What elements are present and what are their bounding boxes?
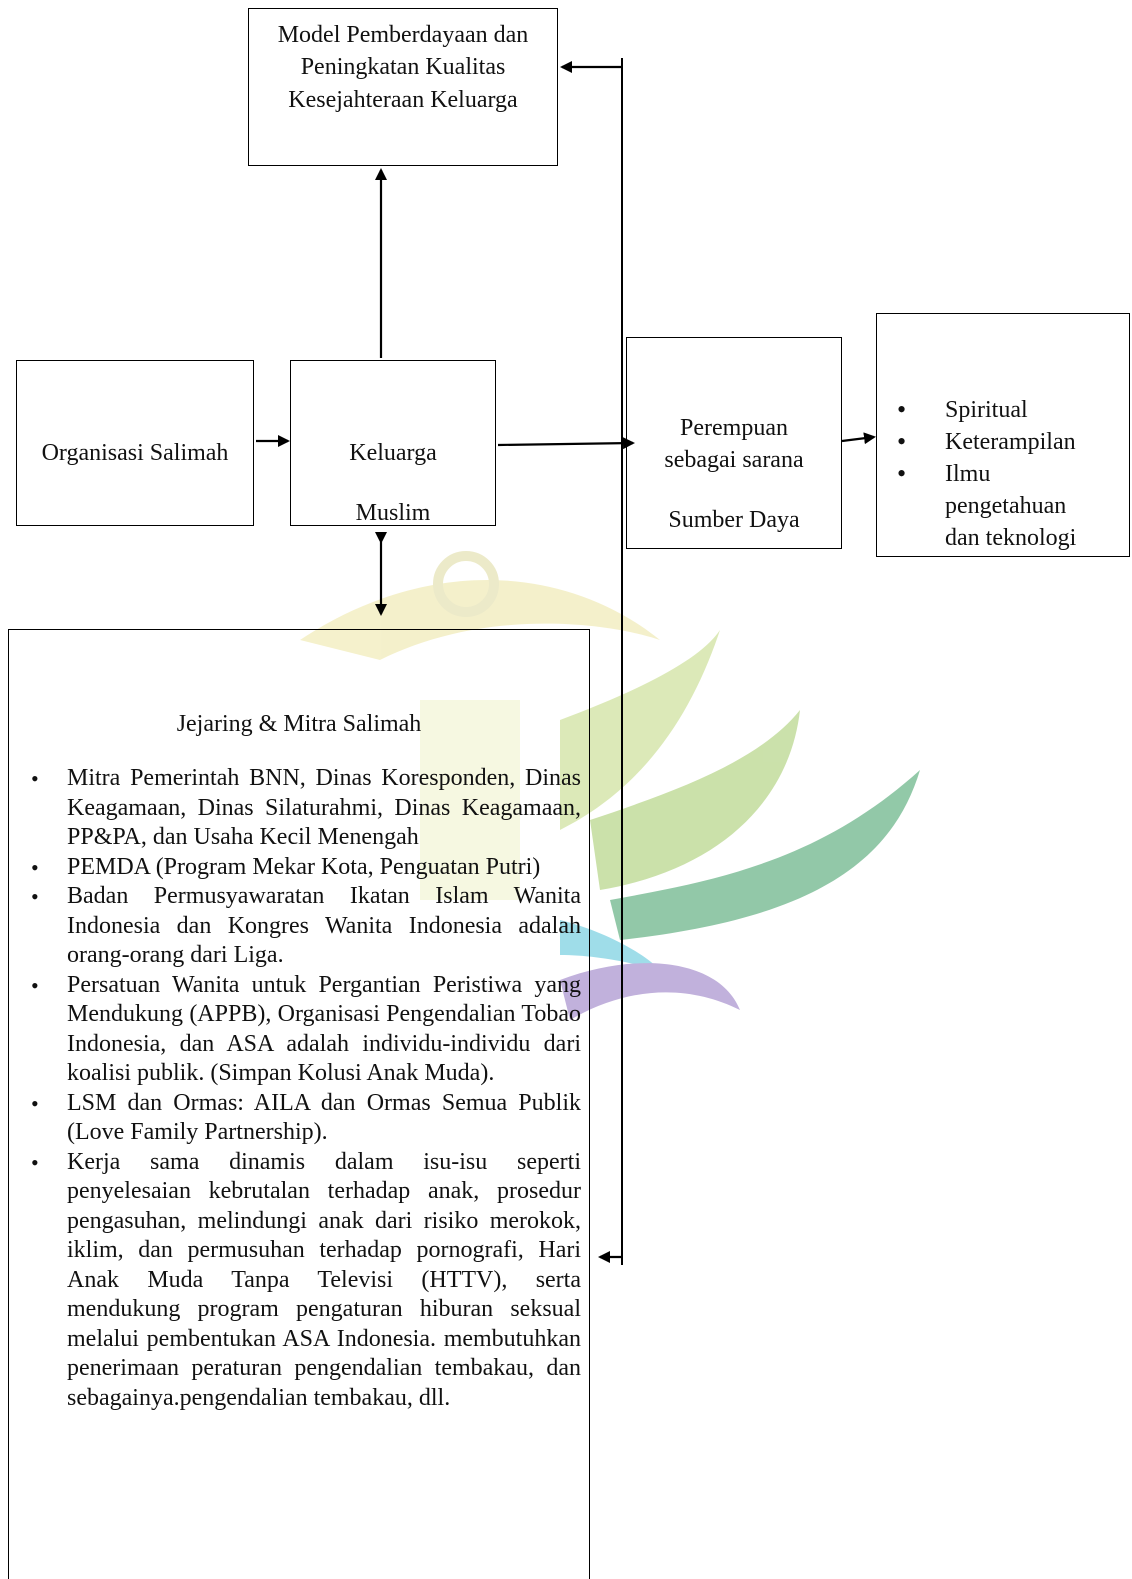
watermark-leaf-3 — [610, 770, 920, 940]
jejaring-item: Persatuan Wanita untuk Pergantian Perist… — [31, 971, 581, 1089]
jejaring-item: Kerja sama dinamis dalam isu-isu seperti… — [31, 1148, 581, 1414]
jejaring-item: PEMDA (Program Mekar Kota, Penguatan Put… — [31, 853, 581, 883]
watermark-swoosh-purple — [560, 963, 740, 1020]
watermark-dot — [433, 551, 499, 617]
keluarga-label-line2: Muslim — [355, 500, 431, 526]
model-box: Model Pemberdayaan dan Peningkatan Kuali… — [248, 8, 558, 166]
jejaring-item: Mitra Pemerintah BNN, Dinas Koresponden,… — [31, 764, 581, 853]
jejaring-list: Mitra Pemerintah BNN, Dinas Koresponden,… — [31, 764, 581, 1413]
perempuan-label-line1: Perempuan — [680, 415, 788, 441]
watermark-leaf-2 — [590, 710, 800, 890]
jejaring-item: LSM dan Ormas: AILA dan Ormas Semua Publ… — [31, 1089, 581, 1148]
spiritual-item: Spiritual — [877, 394, 1095, 426]
spiritual-item: Ilmu pengetahuan dan teknologi — [877, 458, 1095, 554]
perempuan-box: Perempuan sebagai sarana Sumber Daya — [626, 337, 842, 549]
arrow-keluarga-to-perempuan — [497, 437, 635, 450]
perempuan-label-line2: sebagai sarana — [664, 447, 804, 473]
watermark-swoosh-blue — [560, 920, 660, 970]
jejaring-box: Jejaring & Mitra Salimah Mitra Pemerinta… — [8, 629, 590, 1579]
perempuan-label-line3: Sumber Daya — [668, 507, 800, 533]
watermark-arc-top — [300, 580, 660, 660]
keluarga-box: Keluarga Muslim — [290, 360, 496, 526]
spiritual-box: Spiritual Keterampilan Ilmu pengetahuan … — [876, 313, 1130, 557]
spiritual-list: Spiritual Keterampilan Ilmu pengetahuan … — [877, 394, 1095, 554]
organisasi-box: Organisasi Salimah — [16, 360, 254, 526]
spiritual-item: Keterampilan — [877, 426, 1095, 458]
keluarga-label-line1: Keluarga — [349, 440, 437, 466]
jejaring-item: Badan Permusyawaratan Ikatan Islam Wanit… — [31, 882, 581, 971]
jejaring-title: Jejaring & Mitra Salimah — [176, 711, 422, 737]
model-label: Model Pemberdayaan dan Peningkatan Kuali… — [277, 22, 529, 113]
watermark-leaf-1 — [560, 630, 720, 830]
organisasi-label: Organisasi Salimah — [41, 440, 229, 466]
arrow-perempuan-to-spiritual — [841, 432, 876, 445]
